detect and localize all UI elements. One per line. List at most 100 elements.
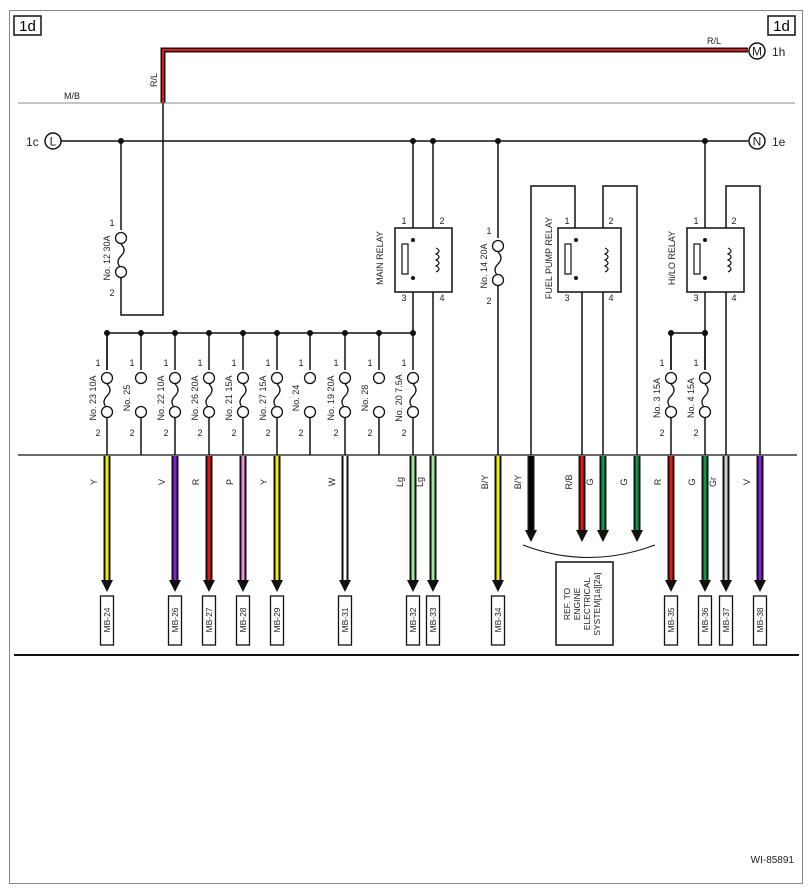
rl-feed-red	[162, 49, 748, 103]
wire-core	[241, 456, 245, 580]
wire-arrow	[525, 530, 537, 542]
fuse-element	[667, 383, 675, 409]
wire-g2: G	[619, 456, 643, 542]
connector-label: MB-27	[204, 607, 214, 632]
wire-core	[207, 456, 211, 580]
wire-mb28: PMB-28	[225, 456, 251, 646]
doc-id: WI-85891	[751, 855, 795, 866]
ref-line-3: ELECTRICAL	[582, 578, 592, 631]
relay-pin-3: 3	[401, 293, 406, 303]
fuse-terminal-bottom	[303, 405, 317, 419]
connector-box	[235, 595, 251, 646]
fuse-pin-bottom: 2	[298, 428, 303, 438]
connector-label: MB-29	[272, 607, 282, 632]
terminal-n: N 1e	[748, 132, 786, 150]
wire-color-code: R/B	[564, 474, 574, 489]
fuse-terminal-top	[491, 239, 505, 253]
wire-core	[580, 456, 584, 530]
fuse-pin-bottom: 2	[486, 296, 491, 306]
fuse-label: No. 26 20A	[190, 375, 200, 420]
fuse-pin-bottom: 2	[367, 428, 372, 438]
wire-color-code: R	[653, 478, 663, 485]
wire-core	[275, 456, 279, 580]
relay-switch	[693, 243, 701, 275]
wire-mb24: YMB-24	[89, 456, 115, 646]
corner-tag-left: 1d	[13, 15, 42, 36]
relay-switch	[401, 243, 409, 275]
fuse-terminal-top	[372, 371, 386, 385]
connector-label: MB-34	[493, 607, 503, 632]
wire-arrow	[492, 580, 504, 592]
connector-box	[752, 595, 768, 646]
wire-mb29: Y MB-29	[259, 456, 285, 646]
wire-core	[724, 456, 728, 580]
fuse-terminal-bottom	[664, 405, 678, 419]
fuse-element	[171, 383, 179, 409]
fuse-element	[239, 383, 247, 409]
relay-pin-3: 3	[564, 293, 569, 303]
connector-box	[405, 595, 421, 646]
fuse-label: No. 3 15A	[652, 378, 662, 418]
wire-color-code: V	[157, 479, 167, 485]
connector-box	[337, 595, 353, 646]
wire-mb27: RMB-27	[191, 456, 217, 646]
connector-label: MB-26	[170, 607, 180, 632]
fuse-terminal-top	[664, 371, 678, 385]
wire-color-code: Y	[259, 479, 269, 485]
fuse-terminal-top	[168, 371, 182, 385]
wire-color-code: G	[619, 478, 629, 485]
fuse-pin-top: 1	[401, 358, 406, 368]
output-layer: YMB-24VMB-26RMB-27PMB-28YMB-29WMB-31LgMB…	[89, 456, 768, 646]
wire-arrow	[597, 530, 609, 542]
corner-tag-left-text: 1d	[19, 18, 36, 35]
connector-box	[425, 595, 441, 646]
fuse-label: No. 23 10A	[88, 375, 98, 420]
fuse-pin-bottom: 2	[333, 428, 338, 438]
corner-tag-right-text: 1d	[773, 18, 790, 35]
terminal-l-symbol: L	[50, 135, 57, 149]
relay-terminal	[703, 276, 707, 280]
wire-g1: G	[585, 456, 609, 542]
fuse-label: No. 21 15A	[224, 375, 234, 420]
wire-arrow	[754, 580, 766, 592]
main-relay-wire	[412, 141, 434, 455]
terminal-l: L 1c	[26, 132, 62, 150]
wire-mb38: VMB-38	[742, 456, 768, 646]
fuse-element	[273, 383, 281, 409]
wire-arrow	[720, 580, 732, 592]
connector-box	[99, 595, 115, 646]
relay-pin-3: 3	[693, 293, 698, 303]
terminal-m-symbol: M	[752, 45, 762, 59]
fuse-pin-bottom: 2	[693, 428, 698, 438]
connector-label: MB-24	[102, 607, 112, 632]
fuse-terminal-top	[303, 371, 317, 385]
connector-label: MB-32	[408, 607, 418, 632]
fuse-terminal-bottom	[491, 273, 505, 287]
wire-color-code: W	[327, 477, 337, 486]
relay-pin-1: 1	[401, 216, 406, 226]
fuse-pin-top: 1	[298, 358, 303, 368]
fuse-pin-bottom: 2	[163, 428, 168, 438]
fuse-terminal-bottom	[698, 405, 712, 419]
fuse-pin-bottom: 2	[109, 288, 114, 298]
wire-mb34: B/YMB-34	[480, 456, 506, 646]
connector-box	[718, 595, 734, 646]
fuse-label: No. 24	[291, 385, 301, 412]
fuse-pin-top: 1	[95, 358, 100, 368]
fuse-12-wire	[120, 103, 164, 316]
fuse-pin-bottom: 2	[265, 428, 270, 438]
wire-mb31: WMB-31	[327, 456, 353, 646]
fuse-pin-top: 1	[367, 358, 372, 368]
fuse-label: No. 25	[122, 385, 132, 412]
